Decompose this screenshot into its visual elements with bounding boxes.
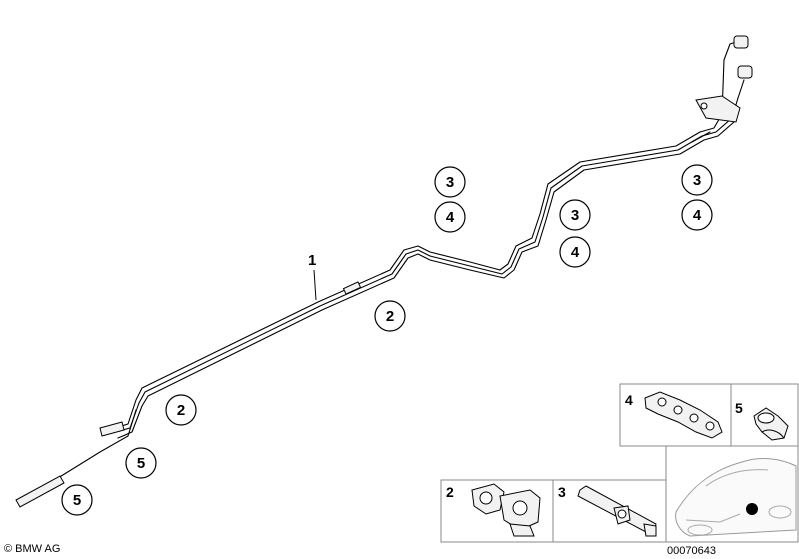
callout-label: 2 [177,402,185,419]
callout-label: 5 [137,455,145,472]
callout-label: 3 [446,174,454,191]
inset-bracket-3[interactable]: 3 [552,479,667,543]
callout-5-lower[interactable]: 5 [61,484,93,516]
inset-car-view [665,445,799,543]
bracket-icon [577,485,657,537]
inset-label: 4 [625,392,633,408]
inset-label: 2 [446,484,454,500]
union-nut-upper [733,35,749,49]
inset-clip-5[interactable]: 5 [730,383,799,447]
callout-3-middle[interactable]: 3 [559,199,591,231]
callout-4-top-left[interactable]: 4 [434,201,466,233]
inset-clip-4[interactable]: 4 [619,383,732,447]
part-number-1: 1 [308,252,316,269]
car-outline-icon [675,458,797,537]
location-marker-icon [746,503,758,515]
brake-pipe-assembly [15,35,753,508]
pipe-line-thin [57,409,137,479]
callout-5-upper[interactable]: 5 [125,447,157,479]
pipe-end-fitting-lower [15,475,65,508]
leader-line [313,269,317,301]
union-nut-lower [737,65,753,79]
pipe-sleeve-left [342,281,362,295]
fitting-sleeve [691,131,711,143]
pipe-line-middle [107,79,745,435]
callout-2-upper[interactable]: 2 [374,300,406,332]
part-1-label: 1 [308,252,317,301]
callout-label: 5 [73,492,81,509]
callout-label: 4 [571,244,580,261]
callout-4-middle[interactable]: 4 [559,236,591,268]
mounting-plate [695,95,741,123]
mounting-hole [700,102,708,110]
pipe-end-fitting-upper [99,421,125,437]
inset-label: 3 [558,484,566,500]
inset-holder-2[interactable]: 2 [440,479,554,543]
callout-label: 4 [693,207,702,224]
pipe-line-upper [107,39,743,431]
callout-label: 3 [693,172,701,189]
callout-label: 2 [386,308,394,325]
callout-3-top-left[interactable]: 3 [434,166,466,198]
callout-2-lower[interactable]: 2 [165,394,197,426]
callout-label: 3 [571,207,579,224]
sleeve-clip-icon [753,407,789,441]
inset-label: 5 [735,400,743,416]
pipe-clip-icon [644,391,723,439]
copyright-text: © BMW AG [4,543,60,555]
callout-label: 4 [446,209,455,226]
callout-3-right[interactable]: 3 [681,164,713,196]
pipe-holder-icon [471,483,541,537]
callout-group: 3 4 3 4 3 4 2 2 [61,164,713,516]
callout-4-right[interactable]: 4 [681,199,713,231]
pipe-line-lower [117,121,735,439]
diagram-number: 00070643 [667,545,716,557]
